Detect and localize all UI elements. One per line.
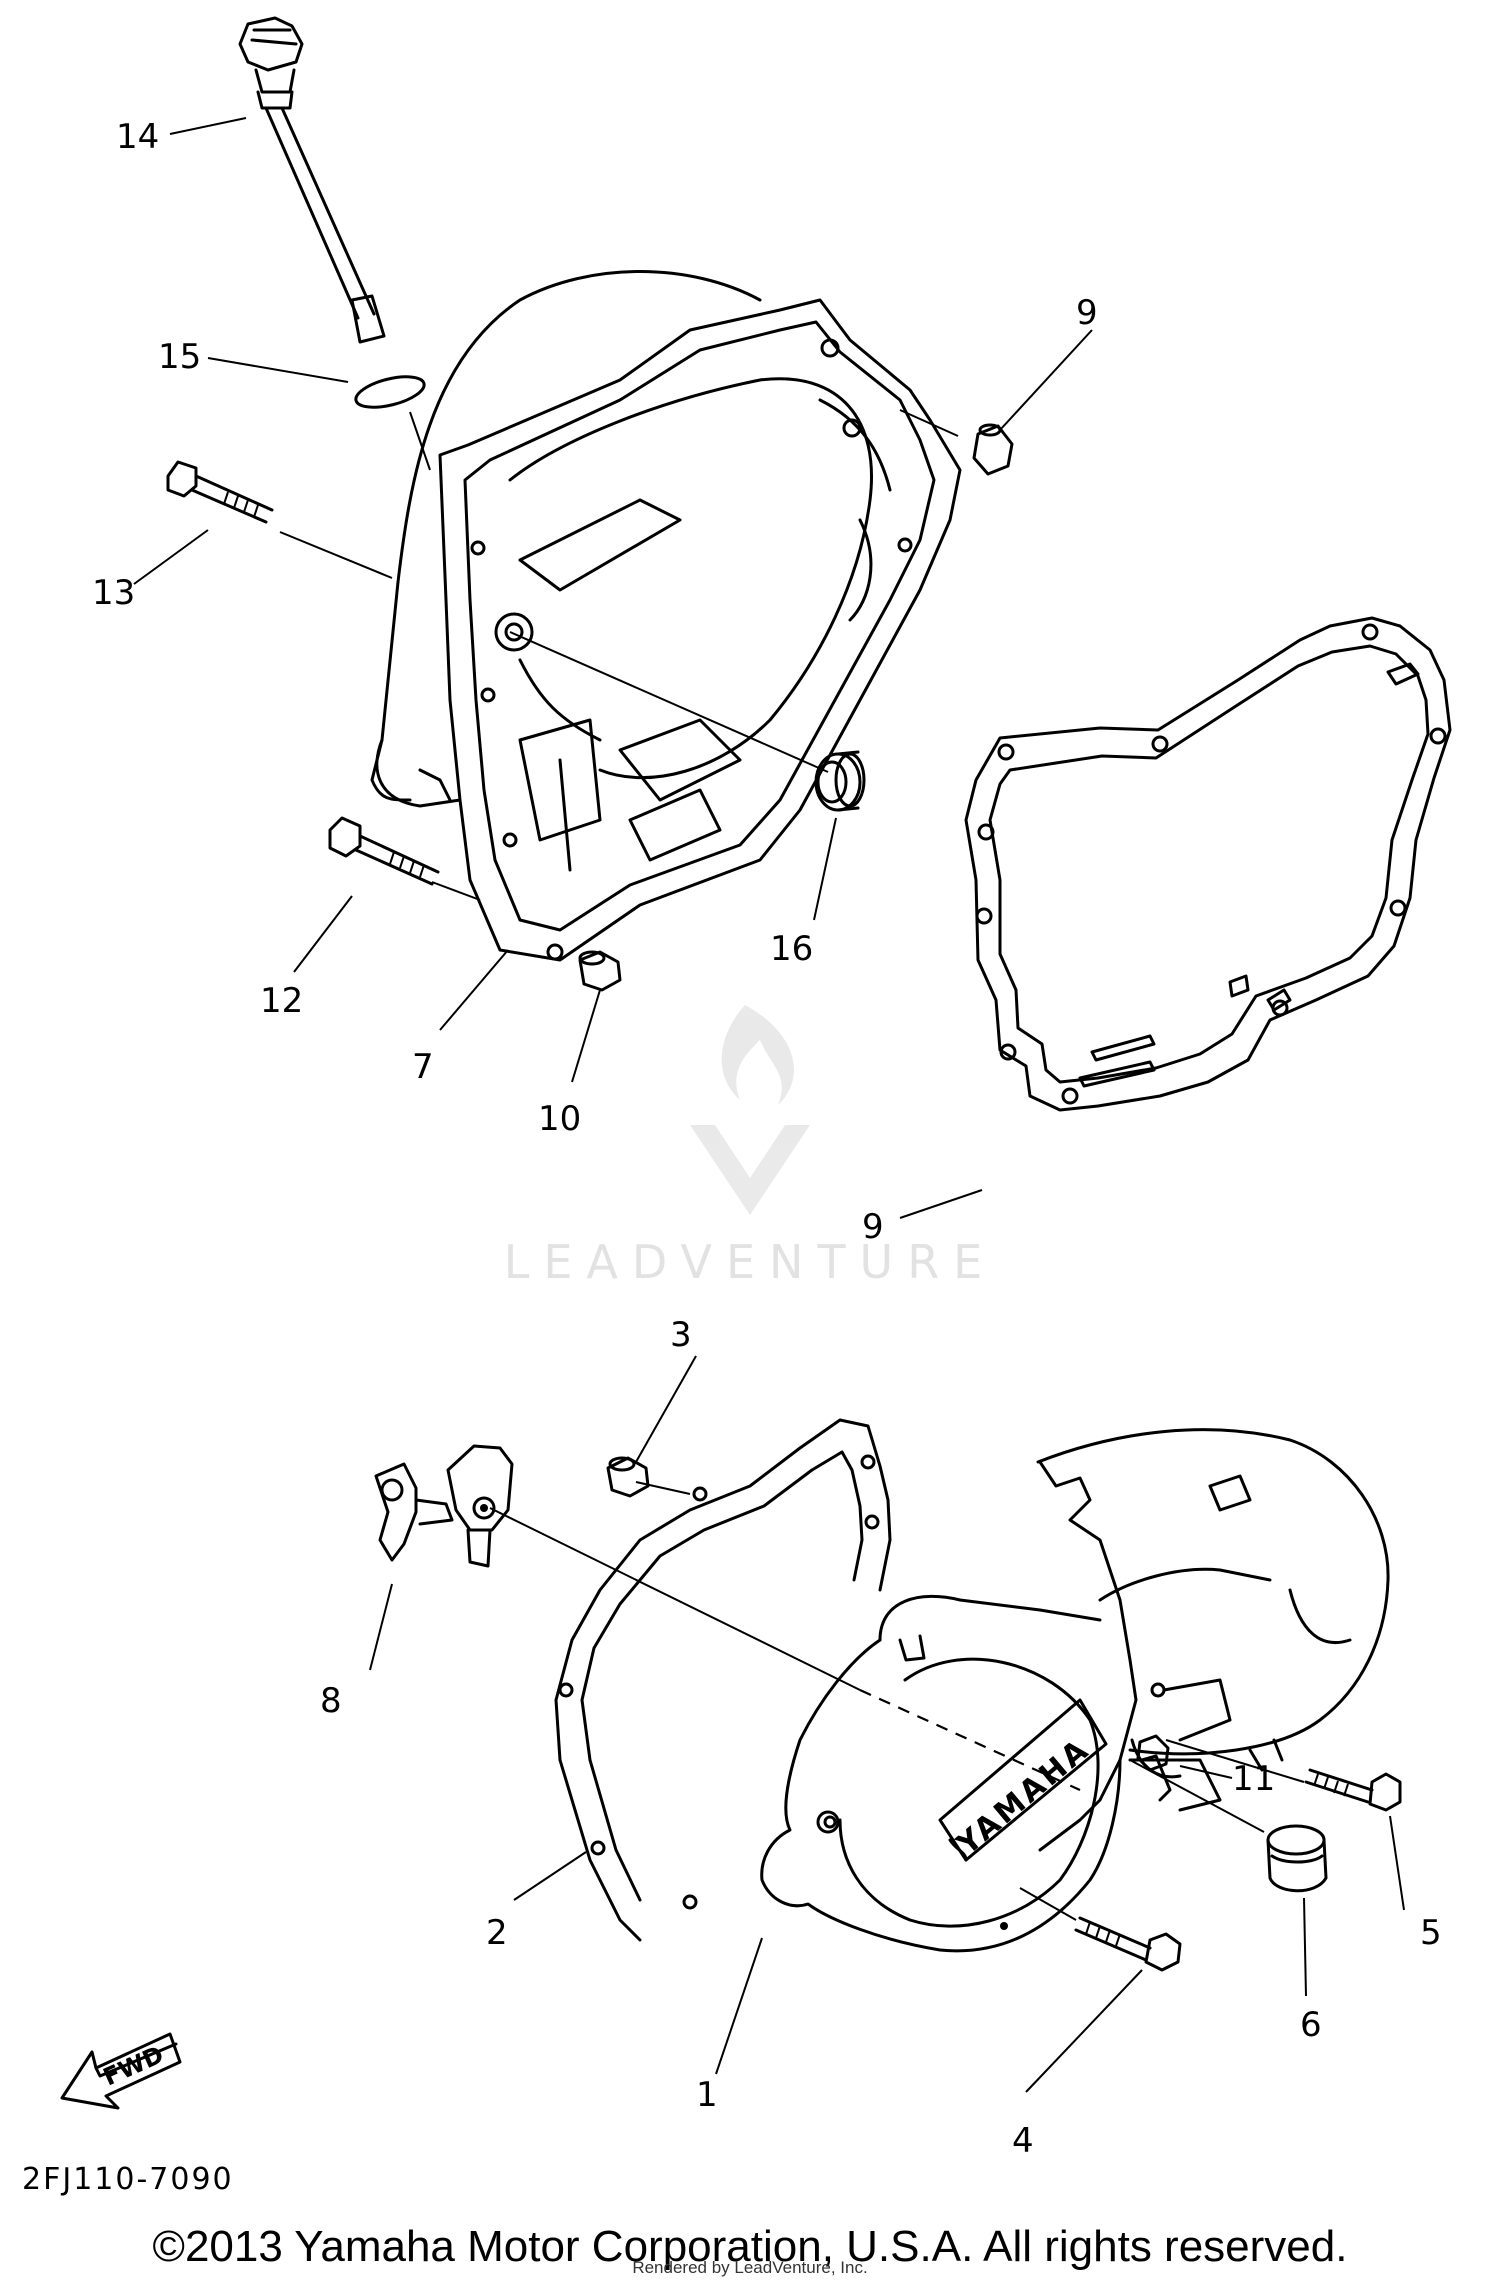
bolt-4-part bbox=[1074, 1916, 1182, 1972]
callout-labels: 14 15 13 12 7 10 9 16 9 3 8 2 11 5 6 1 4 bbox=[92, 117, 1442, 2161]
callout-10: 12 bbox=[260, 981, 303, 1021]
callout-9-upper: 9 bbox=[1076, 293, 1098, 333]
fwd-arrow-icon: FWD bbox=[60, 2032, 182, 2110]
callout-13: 15 bbox=[158, 337, 201, 377]
gasket-crankcase-left-part bbox=[554, 1418, 892, 1942]
leadventure-watermark-icon bbox=[690, 1005, 810, 1215]
callout-8: 9 bbox=[862, 1207, 884, 1247]
dowel-pin-3-part bbox=[606, 1456, 650, 1498]
bolt-11-part bbox=[166, 460, 274, 524]
leader-lines bbox=[133, 117, 1405, 2093]
callout-6: 6 bbox=[1300, 2005, 1322, 2045]
bolt-10-part bbox=[328, 816, 440, 886]
plug-part bbox=[1266, 1824, 1328, 1893]
bolt-5-part bbox=[1304, 1768, 1402, 1812]
callout-1: 1 bbox=[696, 2075, 718, 2115]
dowel-pin-16-part bbox=[1136, 1734, 1170, 1772]
crankcase-cover-left-part: YAMAHA bbox=[760, 1428, 1390, 1953]
assembly-lines bbox=[279, 409, 1305, 1921]
callout-16: 11 bbox=[1232, 1759, 1275, 1799]
callout-15: 8 bbox=[320, 1681, 342, 1721]
callout-12: 14 bbox=[116, 117, 159, 157]
reference-code: 2FJ110-7090 bbox=[22, 2162, 234, 2197]
oil-seal-part bbox=[814, 750, 866, 812]
callout-5: 5 bbox=[1420, 1913, 1442, 1953]
gasket-crankcase-right-part bbox=[964, 616, 1452, 1112]
dowel-pin-lower-part bbox=[578, 950, 622, 992]
callout-3: 3 bbox=[670, 1315, 692, 1355]
callout-9-lower: 10 bbox=[538, 1099, 581, 1139]
callout-2: 2 bbox=[486, 1913, 508, 1953]
callout-14: 16 bbox=[770, 929, 813, 969]
callout-7: 7 bbox=[412, 1047, 434, 1087]
dipstick-part bbox=[238, 16, 386, 344]
crankcase-cover-right-part bbox=[370, 270, 962, 962]
copyright-notice: ©2013 Yamaha Motor Corporation, U.S.A. A… bbox=[152, 2222, 1348, 2271]
dowel-pin-upper-part bbox=[972, 423, 1014, 476]
callout-11: 13 bbox=[92, 573, 135, 613]
cover-logo-text: YAMAHA bbox=[950, 1732, 1097, 1863]
watermark-text: LEADVENTURE bbox=[503, 1235, 997, 1289]
bracket-part bbox=[374, 1444, 514, 1568]
rendered-by-note: Rendered by LeadVenture, Inc. bbox=[632, 2258, 868, 2277]
callout-4: 4 bbox=[1012, 2121, 1034, 2161]
o-ring-part bbox=[354, 375, 426, 409]
